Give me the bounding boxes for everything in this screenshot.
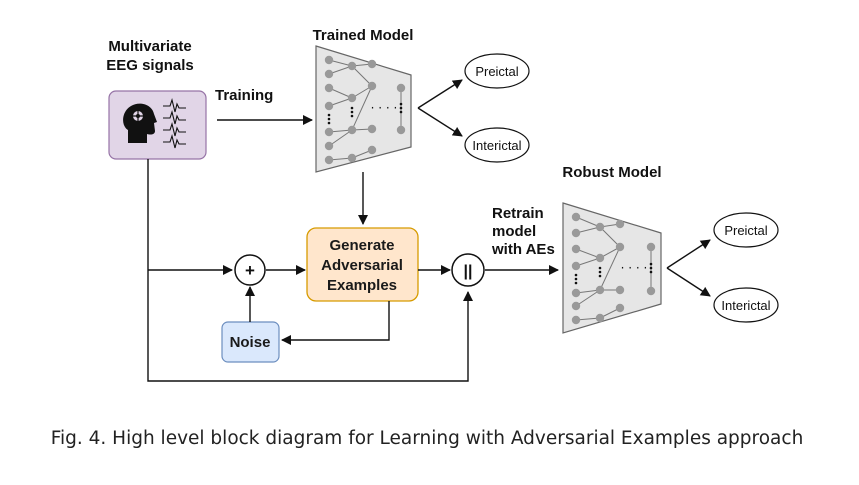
svg-text:Interictal: Interictal <box>721 298 770 313</box>
plus-node: + <box>234 254 266 286</box>
robust-to-preictal-arrow <box>666 239 711 269</box>
generate-to-noise-arrow <box>281 301 390 345</box>
trained-to-preictal-arrow <box>417 79 463 109</box>
trained-model-title: Trained Model <box>313 27 414 44</box>
eeg-wave-icon <box>163 98 186 149</box>
svg-text:Adversarial: Adversarial <box>321 257 403 274</box>
robust-to-interictal-arrow <box>666 267 711 297</box>
svg-text:Noise: Noise <box>230 334 271 351</box>
svg-text:Generate: Generate <box>329 237 394 254</box>
svg-text:||: || <box>464 263 473 280</box>
svg-text:Examples: Examples <box>327 277 397 294</box>
generate-adversarial-box: Generate Adversarial Examples <box>306 227 419 302</box>
concat-node: || <box>451 253 485 287</box>
svg-text:Preictal: Preictal <box>475 64 518 79</box>
multivariate-label-line2: EEG signals <box>106 57 194 74</box>
svg-text:Interictal: Interictal <box>472 138 521 153</box>
svg-text:Preictal: Preictal <box>724 223 767 238</box>
trained-interictal-node: Interictal <box>464 127 530 163</box>
robust-model-dots: · · · · <box>621 261 648 275</box>
robust-interictal-node: Interictal <box>713 287 779 323</box>
retrain-label-line3: with AEs <box>491 241 555 258</box>
eeg-input-box <box>108 90 207 160</box>
robust-model-network: · · · · <box>562 202 662 334</box>
head-icon <box>123 103 157 143</box>
trained-preictal-node: Preictal <box>464 53 530 89</box>
figure-caption: Fig. 4. High level block diagram for Lea… <box>51 428 804 449</box>
robust-preictal-node: Preictal <box>713 212 779 248</box>
robust-model-title: Robust Model <box>562 164 661 181</box>
trained-model-dots: · · · · <box>371 101 398 115</box>
retrain-label-line2: model <box>492 223 536 240</box>
svg-text:+: + <box>245 261 255 280</box>
trained-to-interictal-arrow <box>417 107 463 137</box>
noise-box: Noise <box>221 321 280 363</box>
eeg-to-concat-arrow <box>147 270 473 382</box>
multivariate-label-line1: Multivariate <box>108 38 191 55</box>
trained-model-network: · · · · <box>315 45 412 173</box>
retrain-label-line1: Retrain <box>492 205 544 222</box>
training-label: Training <box>215 87 273 104</box>
